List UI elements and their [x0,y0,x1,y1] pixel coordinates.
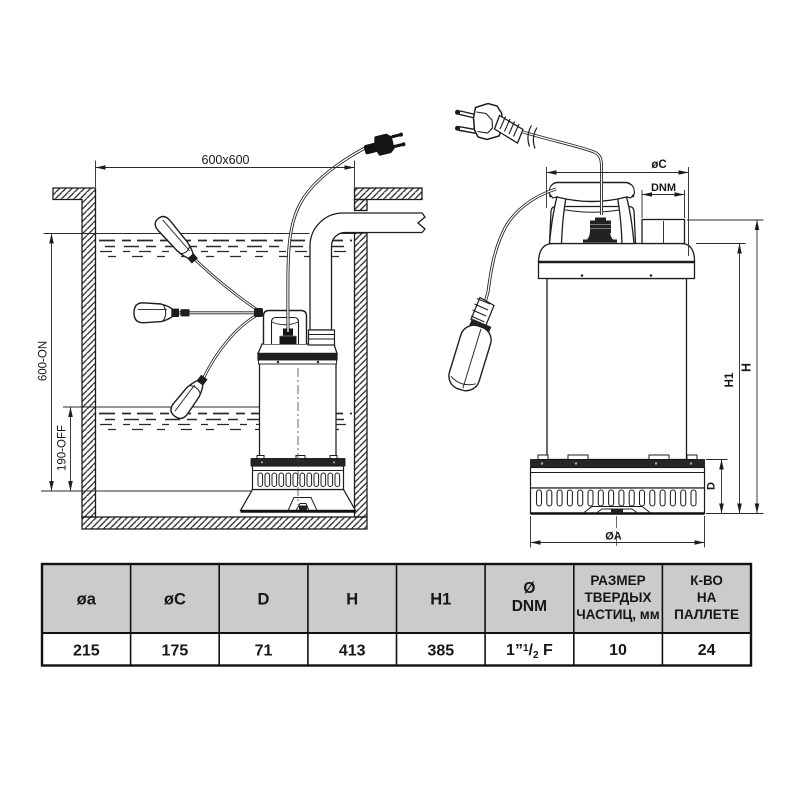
svg-text:H: H [740,363,754,372]
svg-text:øa: øa [77,591,97,609]
svg-text:øC: øC [164,591,186,609]
svg-text:1”1/2 F: 1”1/2 F [506,642,553,661]
svg-text:РАЗМЕР: РАЗМЕР [590,573,645,588]
svg-text:H1: H1 [430,591,451,609]
svg-text:600-ON: 600-ON [38,341,50,381]
svg-text:H: H [346,591,358,609]
svg-text:ЧАСТИЦ, мм: ЧАСТИЦ, мм [576,607,660,622]
svg-text:øC: øC [651,159,666,171]
svg-text:DNM: DNM [512,598,547,615]
svg-text:DNM: DNM [651,182,676,194]
svg-text:71: 71 [255,643,273,660]
svg-text:ТВЕРДЫХ: ТВЕРДЫХ [585,590,652,605]
svg-text:ØA: ØA [605,531,622,543]
svg-text:190-OFF: 190-OFF [57,425,69,471]
svg-text:600x600: 600x600 [202,153,250,167]
svg-text:10: 10 [609,642,627,659]
svg-text:D: D [258,591,270,609]
svg-text:D: D [706,482,718,490]
svg-text:215: 215 [73,643,100,660]
svg-text:Ø: Ø [523,580,535,597]
svg-text:175: 175 [162,643,189,660]
svg-text:385: 385 [427,643,454,660]
svg-text:24: 24 [698,642,716,659]
svg-text:H1: H1 [724,372,736,387]
svg-text:413: 413 [339,643,366,660]
svg-text:К-ВО: К-ВО [690,573,723,588]
svg-text:НА: НА [697,590,717,605]
svg-text:ПАЛЛЕТЕ: ПАЛЛЕТЕ [674,607,739,622]
